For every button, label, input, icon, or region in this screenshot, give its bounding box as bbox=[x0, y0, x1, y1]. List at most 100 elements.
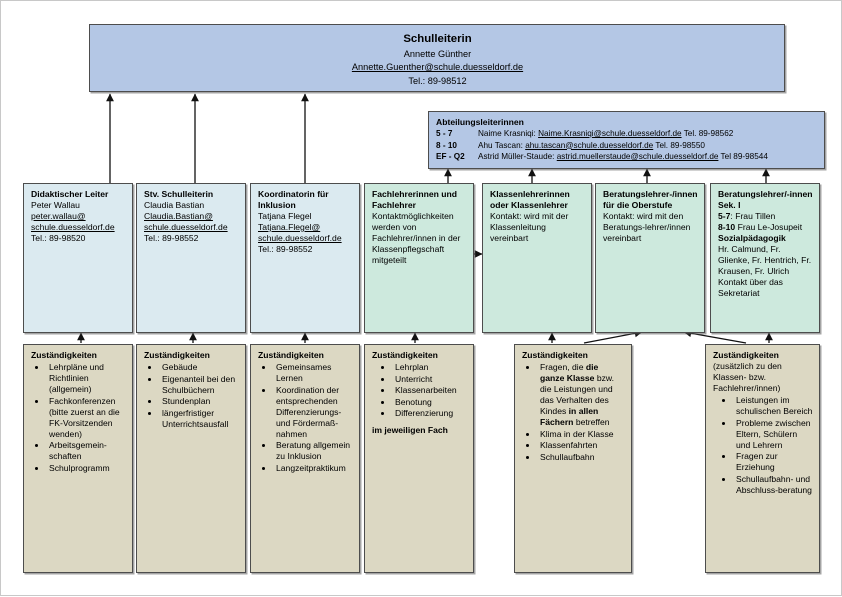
teacher-box-beratungslehrer-oberstufe[interactable]: Beratungslehrer-/innen für die Oberstufe… bbox=[595, 183, 705, 333]
department-phone: Tel. 89-98562 bbox=[681, 129, 734, 138]
responsibility-box-inklusion[interactable]: Zuständigkeiten Gemeinsames Lernen Koord… bbox=[250, 344, 360, 573]
department-grades: 8 - 10 bbox=[436, 140, 457, 150]
kl-part-d: in allen Fächern bbox=[540, 406, 599, 427]
list-item: Langzeitpraktikum bbox=[274, 463, 353, 474]
teacher-box-beratungslehrer-sek1[interactable]: Beratungslehrer/-innen Sek. I 5-7: Frau … bbox=[710, 183, 820, 333]
teacher-body: Kontakt: wird mit der Klassenleitung ver… bbox=[490, 211, 569, 243]
role-title: Stv. Schulleiterin bbox=[144, 189, 214, 199]
list-item: Gebäude bbox=[160, 362, 239, 373]
teacher-title: Klassenlehrerinnen oder Klassenlehrer bbox=[490, 189, 570, 210]
department-person: Astrid Müller-Staude: bbox=[478, 152, 557, 161]
responsibility-list: Fragen, die die ganze Klasse bzw. die Le… bbox=[522, 362, 625, 463]
responsibility-title: Zuständigkeiten bbox=[372, 350, 438, 360]
head-box[interactable]: Schulleiterin Annette Günther Annette.Gu… bbox=[89, 24, 785, 92]
beratung-people: Hr. Calmund, Fr. Glienke, Fr. Hentrich, … bbox=[718, 244, 812, 276]
beratung-grades-2: 8-10 bbox=[718, 222, 736, 232]
kl-part-e: betreffen bbox=[573, 417, 610, 427]
list-item: Klassenfahrten bbox=[538, 440, 625, 451]
list-item: Schulprogramm bbox=[47, 463, 126, 474]
role-email-line2[interactable]: schule.duesseldorf.de bbox=[144, 222, 228, 232]
beratung-person-2: Frau Le-Josupeit bbox=[735, 222, 803, 232]
role-email-line1[interactable]: peter.wallau@ bbox=[31, 211, 86, 221]
department-grades: EF - Q2 bbox=[436, 152, 465, 161]
teacher-title: Fachlehrerinnen und Fachlehrer bbox=[372, 189, 457, 210]
list-item: Lehrpläne und Richtlinien (allgemein) bbox=[47, 362, 126, 395]
role-email-line2[interactable]: schule.duesseldorf.de bbox=[31, 222, 115, 232]
department-row: EF - Q2 Astrid Müller-Staude: astrid.muel… bbox=[436, 152, 818, 163]
beratung-grades-1: 5-7 bbox=[718, 211, 731, 221]
list-item: Probleme zwischen Eltern, Schülern und L… bbox=[734, 418, 813, 451]
responsibility-list: Lehrpläne und Richtlinien (allgemein) Fa… bbox=[31, 362, 126, 474]
list-item: längerfristiger Unterrichtsausfall bbox=[160, 408, 239, 430]
department-person: Naime Krasniqi: bbox=[478, 129, 539, 138]
responsibility-box-fachlehrer[interactable]: Zuständigkeiten Lehrplan Unterricht Klas… bbox=[364, 344, 474, 573]
teacher-box-klassenlehrer[interactable]: Klassenlehrerinnen oder Klassenlehrer Ko… bbox=[482, 183, 592, 333]
role-phone: Tel.: 89-98552 bbox=[258, 244, 313, 254]
list-item: Gemeinsames Lernen bbox=[274, 362, 353, 384]
department-phone: Tel. 89-98550 bbox=[653, 140, 705, 150]
role-name: Tatjana Flegel bbox=[258, 211, 312, 221]
list-item: Arbeitsgemein-schaften bbox=[47, 440, 126, 462]
department-row: 5 - 7 Naime Krasniqi: Naime.Krasniqi@schu… bbox=[436, 129, 818, 140]
teacher-title: Beratungslehrer-/innen für die Oberstufe bbox=[603, 189, 698, 210]
department-person: Ahu Tascan: bbox=[478, 140, 526, 150]
teacher-box-fachlehrer[interactable]: Fachlehrerinnen und Fachlehrer Kontaktmö… bbox=[364, 183, 474, 333]
responsibility-box-beratungslehrer[interactable]: Zuständigkeiten (zusätzlich zu den Klass… bbox=[705, 344, 820, 573]
role-title: Didaktischer Leiter bbox=[31, 189, 109, 199]
head-phone: Tel.: 89-98512 bbox=[408, 76, 467, 87]
role-email-line2[interactable]: schule.duesseldorf.de bbox=[258, 233, 342, 243]
responsibility-title: Zuständigkeiten bbox=[522, 350, 588, 360]
responsibility-note: im jeweiligen Fach bbox=[372, 425, 448, 435]
responsibility-box-didaktischer-leiter[interactable]: Zuständigkeiten Lehrpläne und Richtlinie… bbox=[23, 344, 133, 573]
responsibility-list: Gemeinsames Lernen Koordination der ents… bbox=[258, 362, 353, 474]
list-item: Stundenplan bbox=[160, 396, 239, 407]
list-item: Klima in der Klasse bbox=[538, 429, 625, 440]
kl-part-c: bzw. die Leistungen und das Verhalten de… bbox=[540, 373, 615, 416]
responsibility-title: Zuständigkeiten bbox=[31, 350, 97, 360]
list-item: Schullaufbahn bbox=[538, 452, 625, 463]
kl-part-b: die ganze Klasse bbox=[540, 362, 599, 383]
role-name: Peter Wallau bbox=[31, 200, 80, 210]
responsibility-list: Gebäude Eigenanteil bei den Schulbüchern… bbox=[144, 362, 239, 430]
list-item: Unterricht bbox=[393, 374, 467, 385]
responsibility-box-stv-schulleiterin[interactable]: Zuständigkeiten Gebäude Eigenanteil bei … bbox=[136, 344, 246, 573]
teacher-body: Kontaktmöglichkeiten werden von Fachlehr… bbox=[372, 211, 461, 265]
department-email[interactable]: Naime.Krasniqi@schule.duesseldorf.de bbox=[538, 129, 682, 138]
department-title: Abteilungsleiterinnen bbox=[436, 117, 524, 127]
beratung-title: Beratungslehrer/-innen Sek. I bbox=[718, 189, 813, 210]
teacher-body: Kontakt: wird mit den Beratungs-lehrer/i… bbox=[603, 211, 691, 243]
department-grades: 5 - 7 bbox=[436, 129, 453, 138]
list-item: Koordination der entsprechenden Differen… bbox=[274, 385, 353, 440]
list-item: Fragen zur Erziehung bbox=[734, 451, 813, 473]
department-email[interactable]: astrid.muellerstaude@schule.duesseldorf.… bbox=[556, 152, 719, 161]
role-box-koordinatorin-inklusion[interactable]: Koordinatorin für Inklusion Tatjana Fleg… bbox=[250, 183, 360, 333]
department-phone: Tel 89-98544 bbox=[718, 152, 768, 161]
kl-part-a: Fragen, die bbox=[540, 362, 586, 372]
role-phone: Tel.: 89-98552 bbox=[144, 233, 199, 243]
list-item: Beratung allgemein zu Inklusion bbox=[274, 440, 353, 462]
list-item: Fachkonferenzen (bitte zuerst an die FK-… bbox=[47, 396, 126, 440]
list-item: Klassenarbeiten bbox=[393, 385, 467, 396]
role-title: Koordinatorin für Inklusion bbox=[258, 189, 329, 210]
department-email[interactable]: ahu.tascan@schule.duesseldorf.de bbox=[525, 140, 654, 150]
head-name: Annette Günther bbox=[403, 48, 472, 59]
responsibility-list: Leistungen im schulischen Bereich Proble… bbox=[713, 395, 813, 496]
department-row: 8 - 10 Ahu Tascan: ahu.tascan@schule.dues… bbox=[436, 141, 818, 152]
role-name: Claudia Bastian bbox=[144, 200, 205, 210]
list-item: Leistungen im schulischen Bereich bbox=[734, 395, 813, 417]
role-email-line1[interactable]: Claudia.Bastian@ bbox=[144, 211, 213, 221]
responsibility-title: Zuständigkeiten bbox=[258, 350, 324, 360]
role-email-line1[interactable]: Tatjana.Flegel@ bbox=[258, 222, 321, 232]
department-box[interactable]: Abteilungsleiterinnen 5 - 7 Naime Krasniq… bbox=[428, 111, 825, 169]
list-item: Differenzierung bbox=[393, 408, 467, 419]
head-email[interactable]: Annette.Guenther@schule.duesseldorf.de bbox=[351, 62, 524, 73]
list-item: Lehrplan bbox=[393, 362, 467, 373]
beratung-line2: 8-10 Frau Le-Josupeit bbox=[718, 222, 813, 233]
role-box-stv-schulleiterin[interactable]: Stv. Schulleiterin Claudia Bastian Claud… bbox=[136, 183, 246, 333]
responsibility-title: Zuständigkeiten bbox=[713, 350, 779, 360]
role-box-didaktischer-leiter[interactable]: Didaktischer Leiter Peter Wallau peter.w… bbox=[23, 183, 133, 333]
list-item: Benotung bbox=[393, 397, 467, 408]
responsibility-box-klassenlehrer[interactable]: Zuständigkeiten Fragen, die die ganze Kl… bbox=[514, 344, 632, 573]
list-item: Eigenanteil bei den Schulbüchern bbox=[160, 374, 239, 396]
